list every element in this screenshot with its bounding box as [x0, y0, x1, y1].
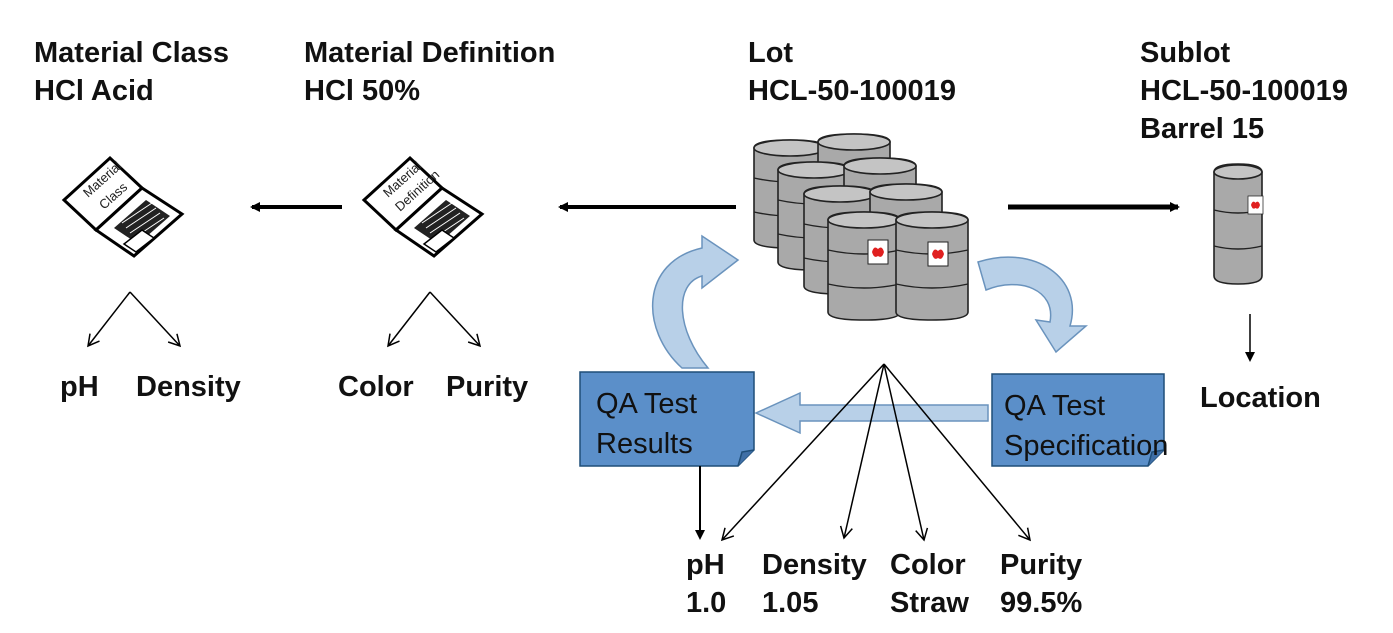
result-value: Straw — [890, 587, 969, 619]
material-definition-value: HCl 50% — [304, 75, 421, 107]
class-property-ph: pH — [60, 371, 99, 403]
curved-arrow-lot-to-spec — [977, 256, 1089, 354]
lot-title: Lot — [748, 37, 794, 69]
lot-result-branches — [720, 363, 1031, 542]
definition-property-color: Color — [338, 371, 414, 403]
lot-value: HCL-50-100019 — [748, 75, 956, 107]
result-name: pH — [686, 549, 725, 581]
sublot-title: Sublot — [1140, 37, 1231, 69]
sublot-barrel-icon — [1213, 163, 1264, 285]
result-name: Density — [762, 549, 867, 581]
qa-test-results-doc-shape — [579, 371, 755, 467]
result-density: Density 1.05 — [762, 546, 867, 622]
material-class-title: Material Class — [34, 37, 230, 69]
qa-results-line1: QA Test — [596, 388, 698, 420]
class-property-branches — [87, 291, 182, 348]
sublot-value: HCL-50-100019 — [1140, 75, 1348, 107]
result-value: 99.5% — [1000, 587, 1083, 619]
qa-test-spec-doc-shape — [991, 373, 1165, 467]
result-name: Color — [890, 549, 966, 581]
material-definition-laptop-icon: Material Definition — [362, 156, 484, 258]
result-value: 1.0 — [686, 587, 727, 619]
material-definition-title: Material Definition — [304, 37, 556, 69]
qa-results-line2: Results — [596, 428, 693, 460]
qa-spec-line2: Specification — [1004, 430, 1169, 462]
material-class-value: HCl Acid — [34, 75, 154, 107]
qa-spec-line1: QA Test — [1004, 390, 1106, 422]
result-purity: Purity 99.5% — [1000, 546, 1082, 622]
location-label: Location — [1200, 382, 1321, 414]
class-property-density: Density — [136, 371, 241, 403]
result-ph: pH 1.0 — [686, 546, 726, 622]
result-name: Purity — [1000, 549, 1083, 581]
lot-barrels-icon — [753, 133, 969, 321]
result-value: 1.05 — [762, 587, 819, 619]
definition-property-branches — [387, 291, 482, 348]
definition-property-purity: Purity — [446, 371, 529, 403]
sublot-barrel: Barrel 15 — [1140, 113, 1265, 145]
curved-arrow-results-to-lot — [651, 234, 740, 369]
material-class-laptop-icon: Material Class — [62, 156, 184, 258]
